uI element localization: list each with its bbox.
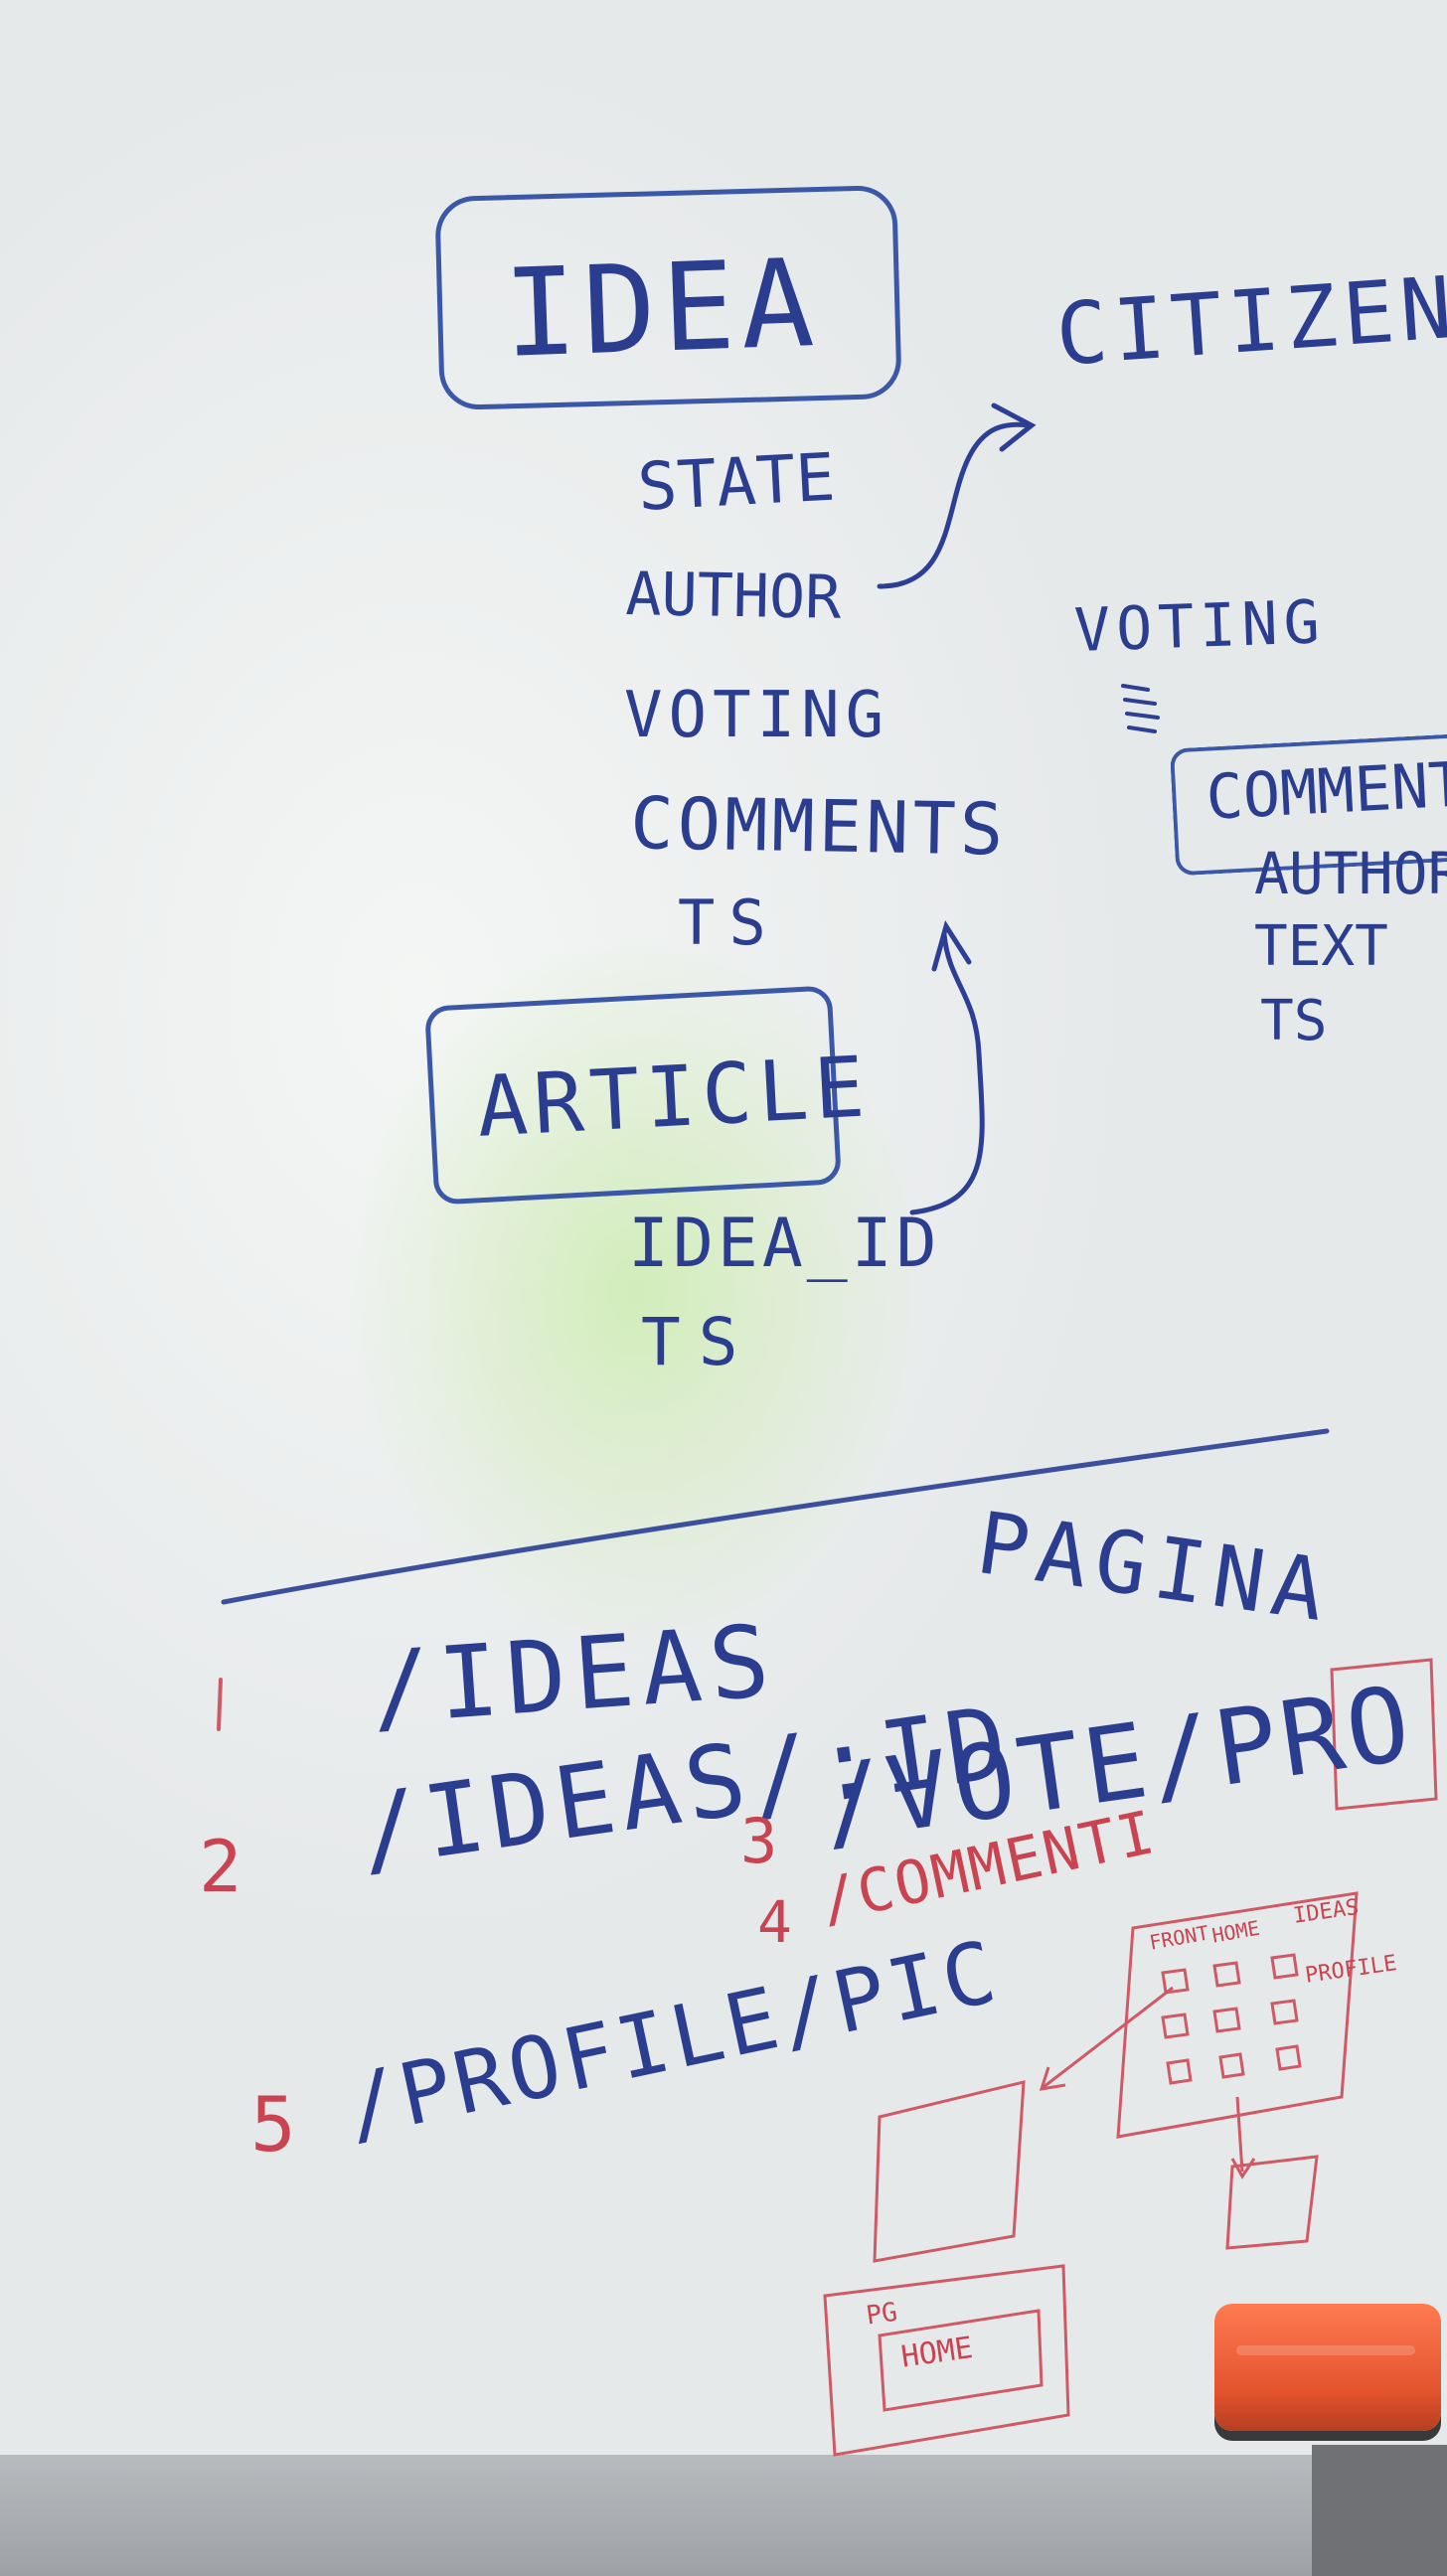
- eraser: [1214, 2304, 1441, 2431]
- article-field-idea-id: IDEA_ID: [628, 1205, 941, 1283]
- idea-field-comments: COMMENTS: [629, 781, 1008, 872]
- route-ideas: /IDEAS: [367, 1602, 781, 1747]
- comment-field-ts: TS: [1260, 989, 1328, 1053]
- idea-field-voting: VOTING: [624, 679, 890, 752]
- comment-title: COMMENT: [1204, 747, 1447, 834]
- route-number-2: 2: [199, 1825, 242, 1908]
- idea-field-author: AUTHOR: [624, 560, 842, 633]
- citizen-title: CITIZEN: [1052, 257, 1447, 386]
- comment-field-author: AUTHOR: [1254, 840, 1447, 907]
- idea-field-state: STATE: [635, 438, 838, 526]
- article-to-comments-arrowhead: [931, 919, 972, 972]
- author-to-citizen-arrow: [877, 421, 1032, 589]
- idea-title: IDEA: [501, 232, 823, 385]
- author-to-citizen-arrowhead: [991, 402, 1037, 452]
- route-number-3: 3: [740, 1805, 778, 1877]
- article-to-comments-arrow: [909, 931, 985, 1215]
- voting-tally-marks: [1121, 684, 1160, 733]
- whiteboard-tray: [0, 2455, 1447, 2576]
- route-number-4: 4: [757, 1888, 792, 1956]
- number-1-stroke: [217, 1678, 223, 1731]
- whiteboard-frame: [1312, 2445, 1447, 2576]
- voting-title: VOTING: [1072, 587, 1327, 666]
- idea-field-ts: TS: [678, 886, 780, 959]
- article-field-ts: TS: [641, 1304, 756, 1380]
- comment-field-text: TEXT: [1254, 914, 1388, 979]
- page-sketch: [823, 1658, 1438, 2457]
- sketch-bottom-pg: PG: [864, 2297, 899, 2332]
- article-title: ARTICLE: [474, 1038, 874, 1156]
- divider-line: [221, 1428, 1330, 1605]
- route-number-5: 5: [250, 2080, 296, 2169]
